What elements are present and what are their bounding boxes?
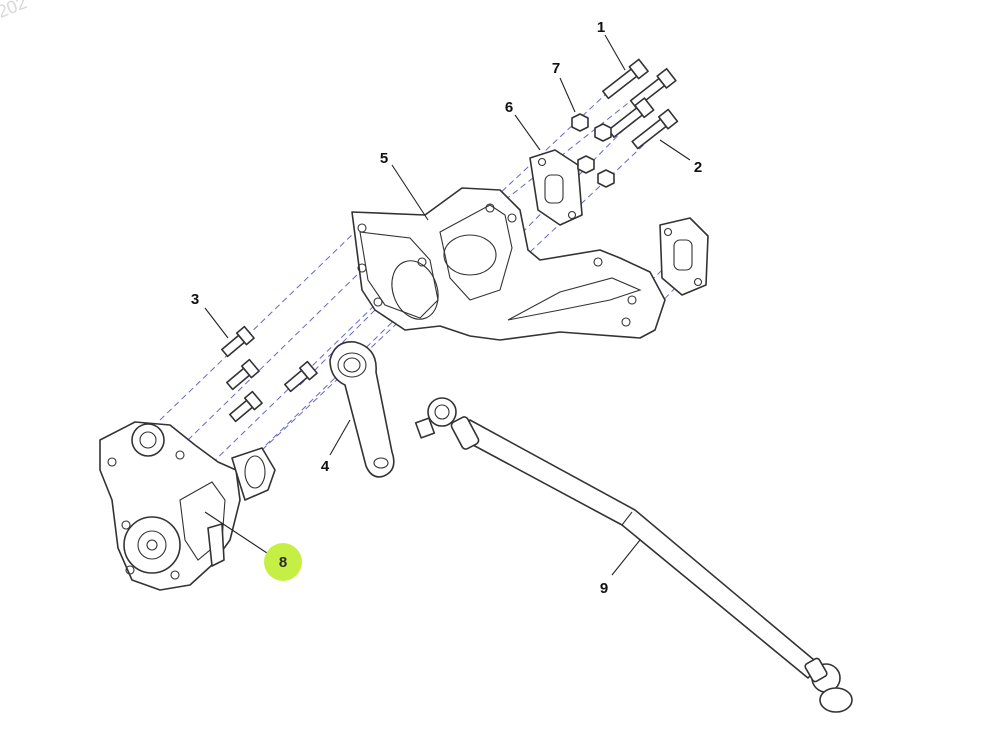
callout-label-1: 1 bbox=[597, 19, 605, 36]
callout-label-8: 8 bbox=[279, 554, 287, 571]
pitman-arm-part-4 bbox=[329, 341, 395, 478]
bolts-part-1-2 bbox=[602, 58, 679, 150]
mount-plate-part-6 bbox=[529, 149, 709, 296]
callout-label-7: 7 bbox=[552, 60, 560, 77]
callout-label-9: 9 bbox=[600, 580, 608, 597]
callout-label-2: 2 bbox=[694, 159, 702, 176]
watermark-text: 202 bbox=[0, 0, 30, 22]
callout-label-4: 4 bbox=[321, 458, 330, 475]
callout-label-5: 5 bbox=[380, 150, 388, 167]
leader-lines bbox=[204, 34, 691, 576]
steering-gear-part-8 bbox=[99, 421, 276, 591]
bolts-part-3 bbox=[221, 325, 318, 423]
drag-link-part-9 bbox=[414, 397, 853, 713]
bracket-part-5 bbox=[351, 187, 666, 341]
nuts-part-7 bbox=[571, 113, 615, 188]
callout-label-3: 3 bbox=[191, 291, 199, 308]
callout-label-6: 6 bbox=[505, 99, 513, 116]
highlight-bubble-part-8[interactable] bbox=[264, 543, 302, 581]
